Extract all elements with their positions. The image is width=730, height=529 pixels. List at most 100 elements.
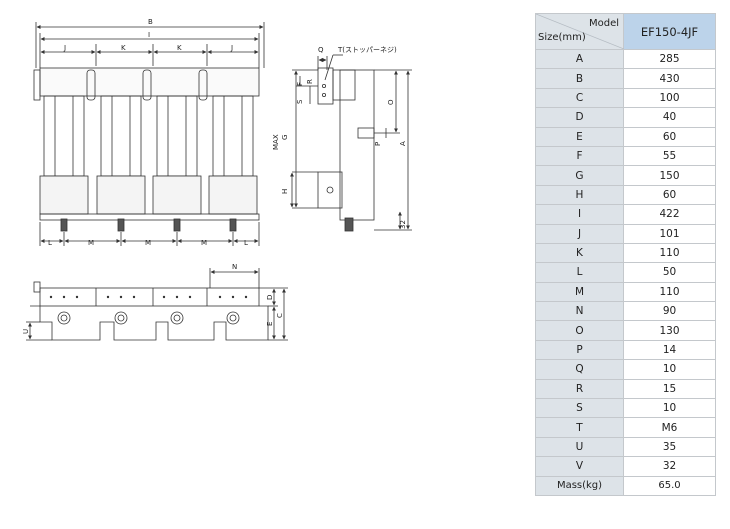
model-name: EF150-4JF bbox=[623, 13, 716, 50]
svg-text:L: L bbox=[48, 239, 52, 247]
svg-text:M: M bbox=[201, 239, 207, 247]
svg-text:G: G bbox=[281, 135, 289, 140]
front-view bbox=[33, 22, 265, 246]
svg-text:P: P bbox=[374, 142, 382, 146]
size-value-cell: 101 bbox=[623, 223, 716, 244]
side-view-labels: Q T(ストッパーネジ) F R S MAX G H O P A 32 bbox=[272, 46, 407, 229]
size-code-cell: H bbox=[535, 184, 624, 206]
size-code-cell: L bbox=[535, 262, 624, 283]
table-header-row: Model Size(mm) EF150-4JF bbox=[535, 13, 716, 50]
size-code-cell: Q bbox=[535, 359, 624, 380]
svg-text:S: S bbox=[296, 99, 304, 104]
svg-text:M: M bbox=[88, 239, 94, 247]
size-value-cell: 50 bbox=[623, 262, 716, 283]
size-code-cell: B bbox=[535, 68, 624, 89]
size-value-cell: 130 bbox=[623, 320, 716, 341]
svg-text:J: J bbox=[230, 44, 233, 52]
size-code-cell: C bbox=[535, 87, 624, 109]
size-value-cell: 110 bbox=[623, 281, 716, 303]
size-code-cell: S bbox=[535, 398, 624, 419]
size-value-cell: 40 bbox=[623, 107, 716, 128]
size-label: Size(mm) bbox=[538, 32, 586, 43]
mass-label: Mass(kg) bbox=[535, 475, 624, 496]
svg-text:32: 32 bbox=[399, 220, 407, 229]
size-code-cell: K bbox=[535, 242, 624, 264]
size-value-cell: M6 bbox=[623, 417, 716, 438]
svg-text:MAX: MAX bbox=[272, 134, 280, 150]
size-code-cell: V bbox=[535, 456, 624, 477]
size-value-cell: 55 bbox=[623, 145, 716, 167]
front-units bbox=[39, 69, 258, 215]
size-code-cell: O bbox=[535, 320, 624, 341]
size-code-cell: G bbox=[535, 165, 624, 186]
size-value-cell: 100 bbox=[623, 87, 716, 109]
svg-text:E: E bbox=[266, 322, 274, 326]
svg-text:H: H bbox=[281, 189, 289, 194]
size-code-cell: P bbox=[535, 339, 624, 361]
svg-text:R: R bbox=[306, 79, 314, 84]
svg-text:B: B bbox=[148, 18, 153, 26]
svg-text:D: D bbox=[266, 295, 274, 300]
top-view-labels: N D C E U bbox=[22, 263, 284, 334]
size-code-cell: J bbox=[535, 223, 624, 244]
svg-text:Q: Q bbox=[318, 46, 324, 54]
svg-text:F: F bbox=[296, 82, 304, 86]
mass-row: Mass(kg) 65.0 bbox=[535, 475, 716, 496]
side-view bbox=[290, 54, 412, 232]
svg-text:U: U bbox=[22, 329, 30, 334]
svg-text:A: A bbox=[399, 141, 407, 146]
size-code-cell: U bbox=[535, 436, 624, 458]
svg-text:O: O bbox=[387, 99, 395, 105]
corner-diagonal bbox=[536, 14, 624, 49]
size-code-cell: M bbox=[535, 281, 624, 303]
size-code-cell: R bbox=[535, 378, 624, 400]
size-code-cell: F bbox=[535, 145, 624, 167]
front-view-labels: B I J K K J L M M M L bbox=[48, 18, 248, 247]
size-value-cell: 32 bbox=[623, 456, 716, 477]
svg-text:N: N bbox=[232, 263, 237, 271]
svg-text:K: K bbox=[177, 44, 182, 52]
svg-text:M: M bbox=[145, 239, 151, 247]
technical-drawing: B I J K K J L M M M L bbox=[22, 18, 412, 341]
size-value-cell: 14 bbox=[623, 339, 716, 361]
size-value-cell: 10 bbox=[623, 398, 716, 419]
size-value-cell: 10 bbox=[623, 359, 716, 380]
size-code-cell: E bbox=[535, 126, 624, 147]
header-corner-cell: Model Size(mm) bbox=[535, 13, 624, 50]
size-code-cell: T bbox=[535, 417, 624, 438]
svg-text:C: C bbox=[276, 313, 284, 318]
size-code-cell: D bbox=[535, 107, 624, 128]
model-label: Model bbox=[588, 18, 619, 29]
size-value-cell: 422 bbox=[623, 204, 716, 225]
size-value-cell: 150 bbox=[623, 165, 716, 186]
size-value-cell: 285 bbox=[623, 48, 716, 70]
svg-text:J: J bbox=[63, 44, 66, 52]
size-value-cell: 110 bbox=[623, 242, 716, 264]
top-view bbox=[26, 268, 288, 341]
size-value-cell: 15 bbox=[623, 378, 716, 400]
svg-text:I: I bbox=[148, 31, 150, 39]
svg-text:L: L bbox=[244, 239, 248, 247]
